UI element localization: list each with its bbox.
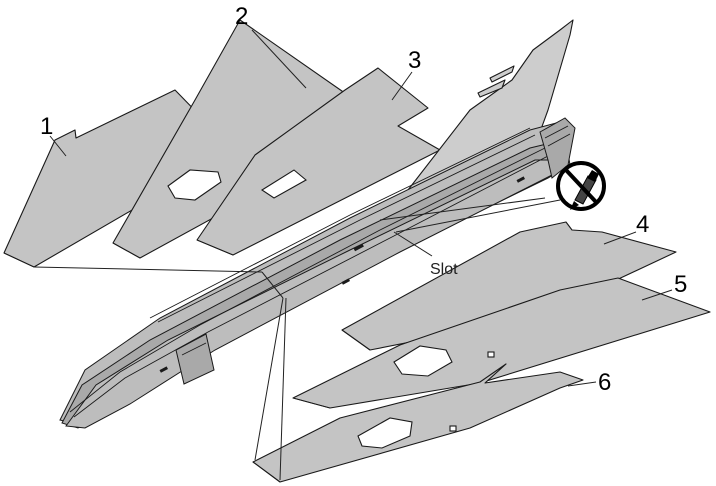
- callout-leaders: [49, 29, 673, 387]
- plate-6: [252, 363, 584, 483]
- no-glue-icon: [556, 161, 606, 211]
- slot-mark: [341, 278, 351, 285]
- vertical-fin: [407, 19, 574, 191]
- callout-5: 5: [674, 271, 687, 298]
- slot-mark: [159, 366, 169, 373]
- plate-6-hole: [357, 417, 413, 449]
- callout-3: 3: [408, 47, 421, 74]
- plate-5-hole: [393, 345, 453, 377]
- plate-2-hole: [167, 169, 222, 201]
- callout-2: 2: [235, 3, 248, 30]
- slot-mark: [516, 176, 526, 183]
- callout-6: 6: [598, 369, 611, 396]
- slot-label: Slot: [430, 261, 458, 278]
- plate-3: [196, 67, 441, 256]
- slot-mark: [353, 243, 364, 252]
- fuselage: [59, 19, 576, 429]
- plate-3-hole: [260, 169, 307, 199]
- callout-1: 1: [40, 113, 53, 140]
- plate-6-slot: [449, 425, 457, 432]
- alignment-lines: [33, 197, 561, 481]
- callout-4: 4: [636, 211, 649, 238]
- intake-box: [175, 333, 215, 385]
- plate-5-slot: [487, 351, 495, 358]
- plate-5: [292, 277, 711, 409]
